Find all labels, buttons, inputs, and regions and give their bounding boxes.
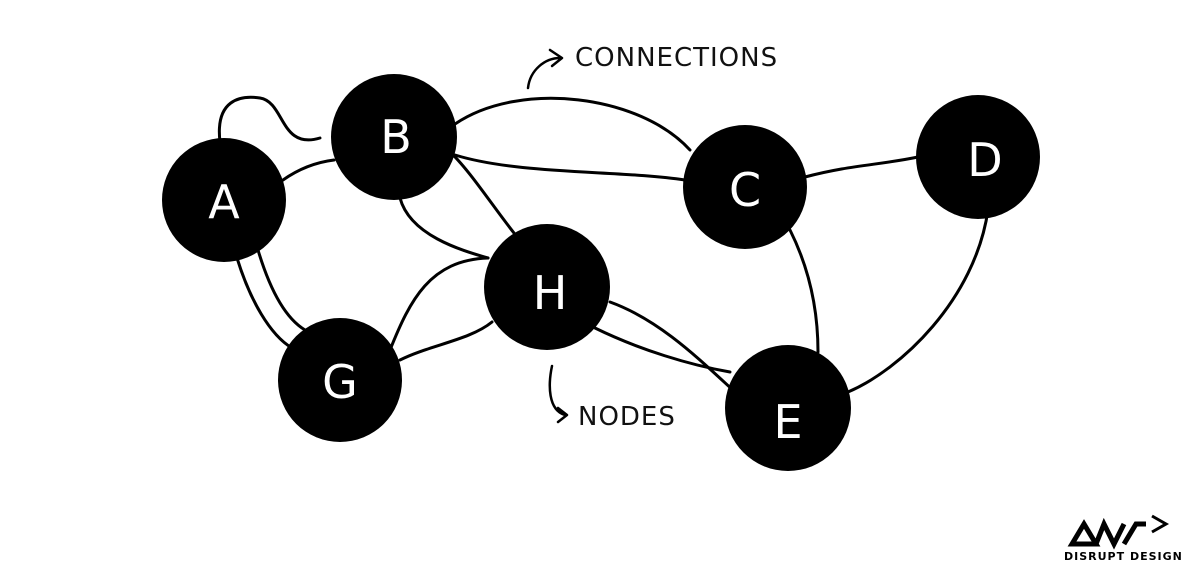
disrupt-design-logo: DISRUPT DESIGN bbox=[1064, 514, 1183, 563]
node-e: E bbox=[725, 345, 851, 471]
node-g-label: G bbox=[322, 355, 358, 409]
edge-a-g-1 bbox=[235, 256, 294, 350]
node-h-label: H bbox=[533, 266, 568, 320]
node-a: A bbox=[162, 138, 286, 262]
edge-a-b-loop bbox=[217, 95, 322, 144]
nodes-arrow-icon bbox=[548, 364, 569, 424]
nodes-label: NODES bbox=[578, 402, 676, 432]
edge-a-b bbox=[281, 158, 336, 182]
edge-c-d bbox=[803, 155, 920, 179]
node-a-label: A bbox=[208, 175, 240, 229]
connections-arrow-icon bbox=[526, 48, 564, 90]
logo-mark-icon bbox=[1067, 514, 1170, 550]
node-g: G bbox=[278, 318, 402, 442]
edge-b-h-1 bbox=[446, 148, 520, 240]
nodes-annotation: NODES bbox=[548, 364, 676, 432]
node-d: D bbox=[916, 95, 1040, 219]
node-d-label: D bbox=[967, 133, 1002, 187]
connections-annotation: CONNECTIONS bbox=[526, 43, 778, 90]
edge-g-h-2 bbox=[398, 320, 494, 362]
node-b-label: B bbox=[380, 110, 412, 164]
logo-text: DISRUPT DESIGN bbox=[1064, 550, 1183, 563]
connections-label: CONNECTIONS bbox=[575, 43, 778, 73]
node-b: B bbox=[331, 74, 457, 200]
edge-b-c-1 bbox=[453, 96, 692, 152]
edge-h-e-2 bbox=[593, 326, 732, 374]
edge-g-h-1 bbox=[388, 256, 490, 352]
edge-b-c-2 bbox=[453, 153, 687, 182]
node-c: C bbox=[683, 125, 807, 249]
edge-h-e-1 bbox=[608, 300, 737, 394]
edge-c-e bbox=[788, 228, 820, 354]
node-h: H bbox=[484, 224, 610, 350]
edge-d-e bbox=[846, 208, 990, 394]
node-e-label: E bbox=[773, 395, 802, 449]
edges bbox=[217, 95, 990, 394]
edge-a-g-2 bbox=[256, 248, 307, 332]
edge-b-h-2 bbox=[398, 196, 490, 260]
node-c-label: C bbox=[729, 163, 761, 217]
